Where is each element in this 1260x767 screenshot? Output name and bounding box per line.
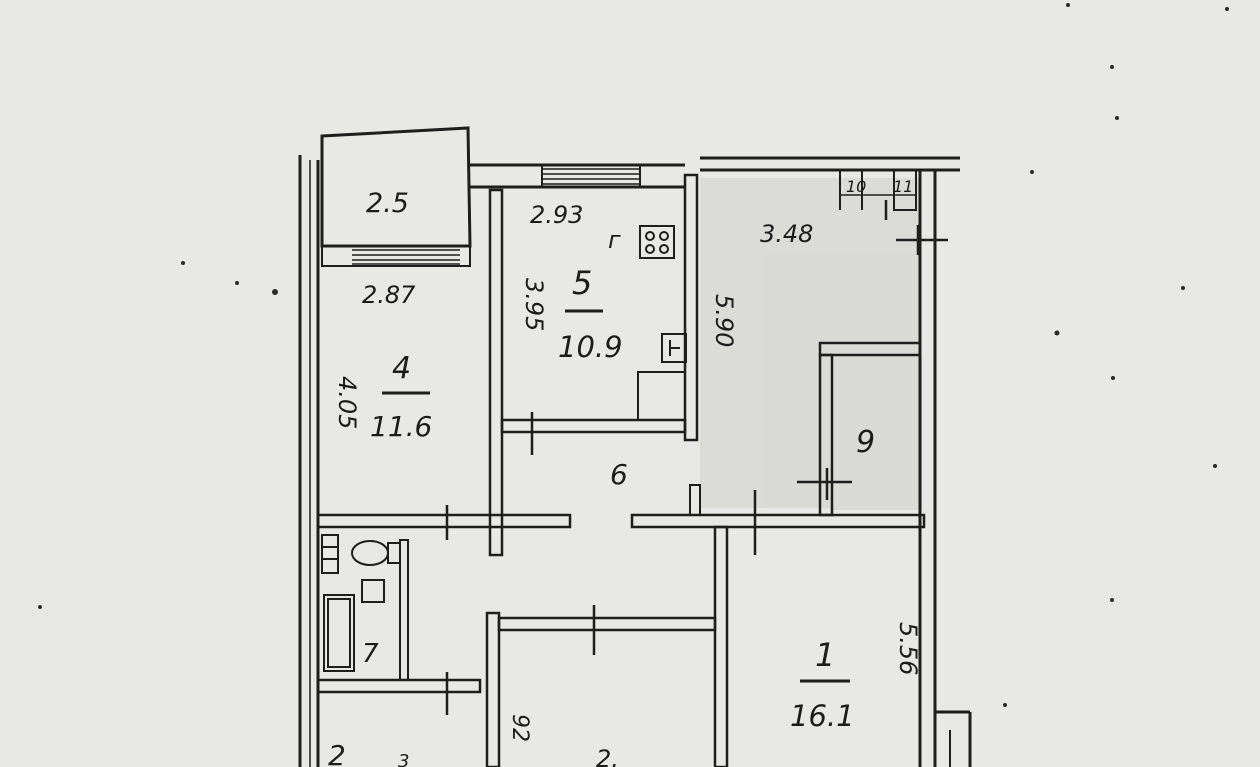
partial-92-label: 92 [507,714,532,742]
room-11-label: 11 [893,177,913,196]
room-4-area-label: 11.6 [370,410,432,443]
room-5-length-label: 3.95 [520,278,548,331]
balcony [320,126,472,267]
room-5-area-label: 10.9 [558,330,623,364]
bathtub-icon [323,579,385,672]
room-4-number-label: 4 [392,351,411,386]
room-7-number-label: 7 [362,639,379,669]
room-1-area-label: 16.1 [790,699,855,733]
stove-icon [639,225,675,259]
sink-icon [661,333,687,363]
balcony-area-label: 2.5 [366,188,409,219]
interior-walls [316,169,926,767]
top-right-width-label: 3.48 [760,220,813,248]
door-ticks [445,200,948,715]
room-5-width-label: 2.93 [530,201,583,229]
room-1-number-label: 1 [815,636,835,674]
room-9-number-label: 9 [856,425,875,460]
toilet-icon [321,534,401,574]
room-4-width-label: 2.87 [362,281,416,309]
room-1-length-label: 5.56 [894,622,922,675]
room-10-label: 10 [846,177,866,196]
corridor-length-label: 5.90 [710,294,738,347]
partial-2-label: 2. [596,745,619,767]
counter [637,371,686,421]
kitchen-window [541,165,641,187]
outer-walls [298,155,972,767]
kitchen-mark-label: г [608,226,621,254]
room-4-length-label: 4.05 [333,376,361,429]
room-3-number-label: 3 [398,751,409,767]
room-2-number-label: 2 [328,739,346,767]
paper-specks [38,3,1229,707]
room-6-number-label: 6 [610,458,628,491]
room-5-number-label: 5 [572,264,592,302]
